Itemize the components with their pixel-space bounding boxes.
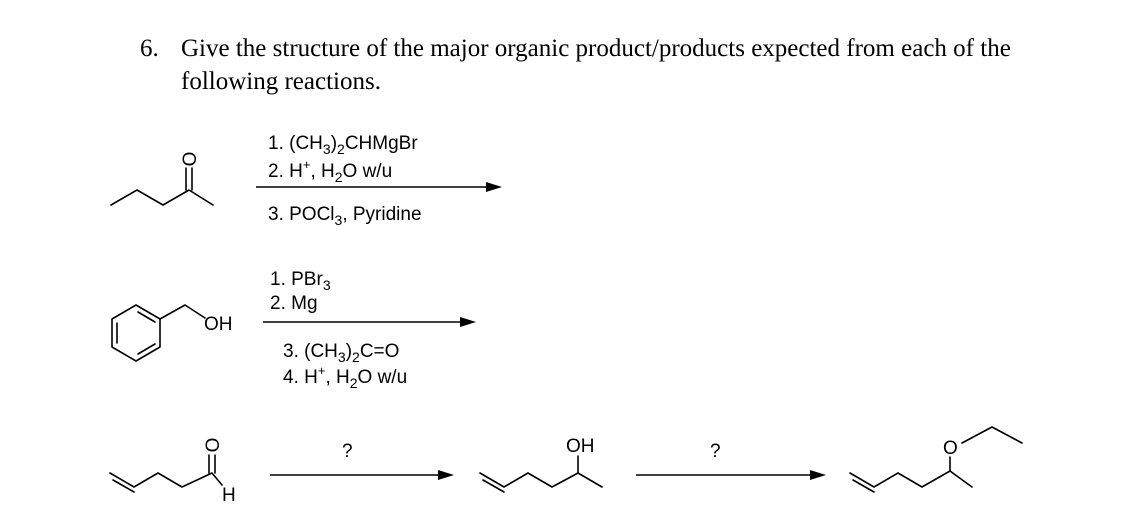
condition-number: 1. — [270, 269, 291, 290]
condition-number: 4. — [283, 367, 304, 388]
formula-text: PBr — [291, 269, 323, 290]
reaction-2-condition-4: 4. H+, H2O w/u — [283, 363, 407, 391]
reaction-3-arrow-1-head — [438, 470, 454, 480]
formula-text: , H — [325, 367, 349, 388]
subscript: 2 — [352, 349, 360, 365]
condition-number: 1. — [268, 133, 289, 154]
formula-text: Mg — [291, 293, 317, 314]
subscript: 3 — [335, 212, 343, 228]
formula-text: H — [304, 367, 318, 388]
reaction-1: O 1. (CH3)2CHMgBr 2. H+, H2O w/u 3. POCl… — [110, 133, 502, 228]
reaction-2: OH 1. PBr3 2. Mg 3. (CH3)2C=O 4. H+, H2O… — [111, 269, 476, 391]
condition-number: 3. — [283, 341, 304, 362]
reaction-3-arrow-2-head — [810, 470, 826, 480]
formula-text: (CH — [304, 341, 338, 362]
reaction-2-arrow-head — [460, 317, 476, 327]
formula-text: (CH — [289, 133, 323, 154]
reaction-1-condition-2: 2. H+, H2O w/u — [268, 157, 392, 185]
formula-text: ) — [331, 133, 337, 154]
subscript: 2 — [335, 169, 343, 185]
condition-number: 2. — [268, 161, 289, 182]
reaction-1-arrow-head — [486, 182, 502, 192]
reaction-1-condition-1: 1. (CH3)2CHMgBr — [268, 133, 418, 157]
aldehyde-hydrogen-label: H — [222, 485, 236, 506]
hydroxyl-label: OH — [204, 314, 233, 335]
question-line-2: following reactions. — [181, 68, 381, 95]
formula-text: , H — [310, 161, 334, 182]
subscript: 3 — [323, 141, 331, 157]
carbonyl-oxygen-label: O — [180, 152, 201, 167]
reaction-2-condition-3: 3. (CH3)2C=O — [283, 341, 399, 365]
subscript: 3 — [338, 349, 346, 365]
formula-text: O w/u — [358, 367, 408, 388]
reaction-3-reagent-2: ? — [710, 441, 721, 462]
reaction-3: O H ? OH ? O — [109, 426, 1023, 506]
formula-text: CHMgBr — [345, 133, 419, 154]
reaction-2-condition-2: 2. Mg — [270, 293, 318, 314]
formula-text: H — [289, 161, 303, 182]
formula-text: POCl — [289, 204, 334, 225]
question-line-1: Give the structure of the major organic … — [181, 35, 1011, 62]
superscript: + — [303, 157, 311, 172]
condition-number: 3. — [268, 204, 289, 225]
question-number: 6. — [140, 35, 159, 62]
reactant-1-ketone: O — [110, 152, 214, 206]
condition-number: 2. — [270, 293, 291, 314]
reaction-3-reagent-1: ? — [342, 441, 353, 462]
alcohol-hydroxyl-label: OH — [566, 436, 595, 457]
subscript: 3 — [323, 277, 331, 293]
reaction-2-condition-1: 1. PBr3 — [270, 269, 331, 293]
reaction-3-alcohol: OH — [479, 436, 603, 493]
formula-text: , Pyridine — [342, 204, 421, 225]
aldehyde-oxygen-label: O — [203, 438, 224, 453]
superscript: + — [318, 363, 326, 378]
reaction-3-aldehyde: O H — [109, 438, 236, 506]
formula-text: ) — [346, 341, 352, 362]
formula-text: C=O — [360, 341, 400, 362]
reactant-2-benzyl-alcohol: OH — [111, 304, 233, 362]
formula-text: O w/u — [343, 161, 393, 182]
reaction-3-ether-product: O — [849, 426, 1023, 493]
subscript: 2 — [337, 141, 345, 157]
reaction-1-condition-3: 3. POCl3, Pyridine — [268, 204, 422, 228]
subscript: 2 — [350, 375, 358, 391]
ether-oxygen-label: O — [943, 438, 958, 459]
